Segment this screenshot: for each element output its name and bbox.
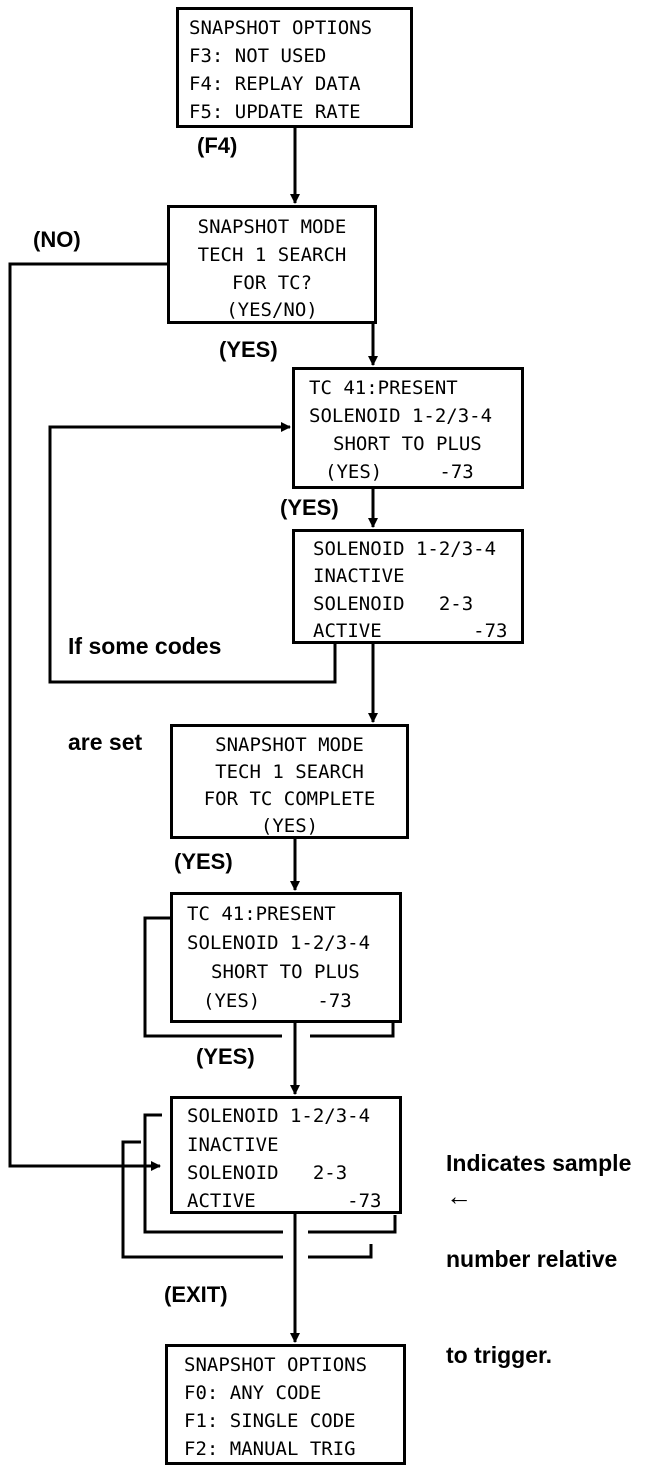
screen-line: INACTIVE [313, 565, 405, 587]
screen-line: TECH 1 SEARCH [215, 761, 364, 783]
note-codes-set: If some codes are set [68, 566, 221, 822]
screen-line: (YES) -73 [325, 461, 474, 483]
screen-line: SNAPSHOT OPTIONS [184, 1354, 368, 1376]
stack-frame-box7-outer-right [308, 1244, 373, 1259]
note-line: Indicates sample [446, 1150, 632, 1176]
screen-line: (YES) -73 [203, 990, 352, 1012]
screen-line: TECH 1 SEARCH [197, 244, 347, 266]
arrow-codes-loop [48, 422, 337, 684]
tc41-present-replay-box: TC 41:PRESENT SOLENOID 1-2/3-4 SHORT TO … [170, 892, 402, 1023]
screen-line: TC 41:PRESENT [187, 903, 336, 925]
screen-line: F1: SINGLE CODE [184, 1410, 356, 1432]
left-arrow-icon: ← [446, 1181, 472, 1211]
label-yes: (YES) [219, 337, 278, 362]
screen-line: SNAPSHOT MODE [215, 734, 364, 756]
screen-line: F3: NOT USED [189, 45, 327, 67]
label-yes: (YES) [174, 849, 233, 874]
screen-line: SOLENOID 2-3 [313, 593, 474, 615]
note-line: If some codes [68, 633, 222, 659]
stack-frame-box7-inner [143, 1113, 283, 1234]
stack-frame-box7-inner-right [308, 1215, 397, 1234]
screen-line: SOLENOID 1-2/3-4 [309, 405, 493, 427]
label-yes: (YES) [280, 495, 339, 520]
screen-line: SNAPSHOT MODE [197, 216, 347, 238]
screen-line: SHORT TO PLUS [333, 433, 482, 455]
snapshot-options-box-bottom: SNAPSHOT OPTIONS F0: ANY CODE F1: SINGLE… [165, 1344, 406, 1465]
search-for-tc-box: SNAPSHOT MODE TECH 1 SEARCH FOR TC? (YES… [167, 205, 377, 324]
screen-line: FOR TC? [231, 272, 313, 294]
note-sample-number: Indicates sample number relative to trig… [446, 1083, 631, 1435]
search-complete-box: SNAPSHOT MODE TECH 1 SEARCH FOR TC COMPL… [170, 724, 409, 839]
stack-frame-box6 [143, 916, 282, 1038]
screen-line: SOLENOID 2-3 [187, 1162, 348, 1184]
screen-line: SOLENOID 1-2/3-4 [187, 1105, 371, 1127]
screen-line: (YES/NO) [226, 299, 318, 321]
label-no: (NO) [33, 227, 81, 252]
screen-line: INACTIVE [187, 1134, 279, 1156]
screen-line: SHORT TO PLUS [211, 961, 360, 983]
stack-frame-box6-right [310, 1023, 395, 1038]
screen-line: F4: REPLAY DATA [189, 73, 361, 95]
screen-line: SNAPSHOT OPTIONS [189, 17, 373, 39]
label-exit: (EXIT) [164, 1282, 228, 1307]
screen-line: F5: UPDATE RATE [189, 101, 361, 123]
tc41-present-box: TC 41:PRESENT SOLENOID 1-2/3-4 SHORT TO … [292, 367, 524, 489]
solenoid-status-box: SOLENOID 1-2/3-4 INACTIVE SOLENOID 2-3 A… [292, 529, 524, 644]
note-line: to trigger. [446, 1342, 553, 1368]
screen-line: TC 41:PRESENT [309, 377, 458, 399]
arrow-no-path [8, 262, 167, 1171]
note-line: are set [68, 729, 143, 755]
note-line: number relative [446, 1246, 618, 1272]
screen-line: ACTIVE -73 [187, 1190, 382, 1212]
screen-line: F2: MANUAL TRIG [184, 1438, 356, 1460]
screen-line: SOLENOID 1-2/3-4 [313, 538, 497, 560]
snapshot-options-box-top: SNAPSHOT OPTIONS F3: NOT USED F4: REPLAY… [176, 7, 413, 128]
screen-line: SOLENOID 1-2/3-4 [187, 932, 371, 954]
screen-line: ACTIVE -73 [313, 620, 508, 642]
label-f4: (F4) [197, 133, 238, 158]
screen-line: (YES) [260, 815, 319, 837]
stack-frame-box7-outer [121, 1140, 283, 1259]
screen-line: F0: ANY CODE [184, 1382, 322, 1404]
label-yes: (YES) [196, 1044, 255, 1069]
solenoid-replay-box: SOLENOID 1-2/3-4 INACTIVE SOLENOID 2-3 A… [170, 1096, 402, 1214]
screen-line: FOR TC COMPLETE [203, 788, 376, 810]
